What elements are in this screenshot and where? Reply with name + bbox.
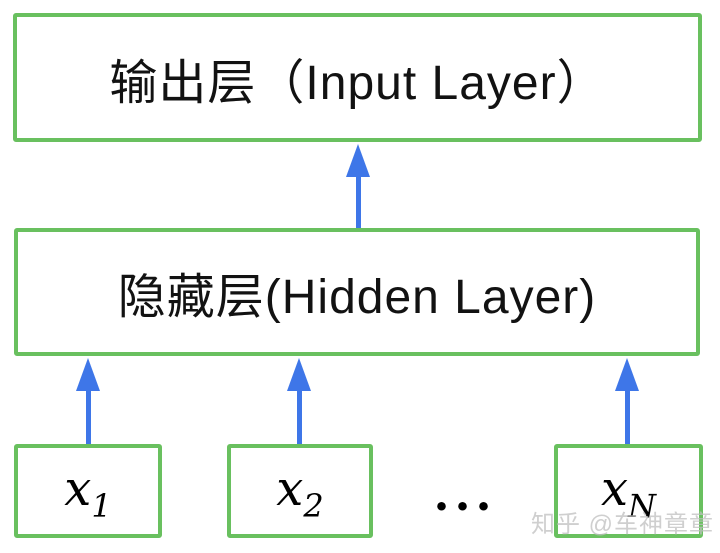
hidden-layer-label: 隐藏层(Hidden Layer): [117, 271, 597, 324]
arrow-shaft: [296, 391, 302, 444]
arrow-hidden-to-output: [346, 144, 370, 229]
input-box-x1: x1: [14, 444, 162, 538]
output-layer-label: 输出层（Input Layer）: [109, 56, 606, 110]
input-box-x2: x2: [227, 444, 373, 538]
input-label-xn: xN: [601, 461, 656, 522]
input-x2-subscript: 2: [303, 486, 324, 525]
input-x1-subscript: 1: [91, 486, 112, 525]
arrow-shaft: [85, 391, 91, 444]
arrow-shaft: [624, 391, 630, 444]
up-arrowhead-icon: [76, 358, 100, 391]
input-box-xn: xN: [554, 444, 703, 538]
arrow-shaft: [355, 177, 361, 229]
input-xn-base: x: [600, 460, 629, 517]
arrow-x2-to-hidden: [287, 358, 311, 444]
arrow-x1-to-hidden: [76, 358, 100, 444]
arrow-xn-to-hidden: [615, 358, 639, 444]
input-x2-base: x: [276, 460, 304, 517]
ellipsis-dots: ...: [433, 466, 497, 521]
input-label-x2: x2: [276, 461, 323, 522]
hidden-layer-box: 隐藏层(Hidden Layer): [14, 228, 700, 356]
up-arrowhead-icon: [346, 144, 370, 177]
up-arrowhead-icon: [287, 358, 311, 391]
zhihu-watermark: 知乎 @车神章章: [530, 511, 714, 538]
output-layer-box: 输出层（Input Layer）: [13, 13, 702, 142]
input-label-x1: x1: [64, 461, 111, 522]
input-x1-base: x: [64, 460, 92, 517]
input-xn-subscript: N: [628, 486, 657, 525]
up-arrowhead-icon: [615, 358, 639, 391]
